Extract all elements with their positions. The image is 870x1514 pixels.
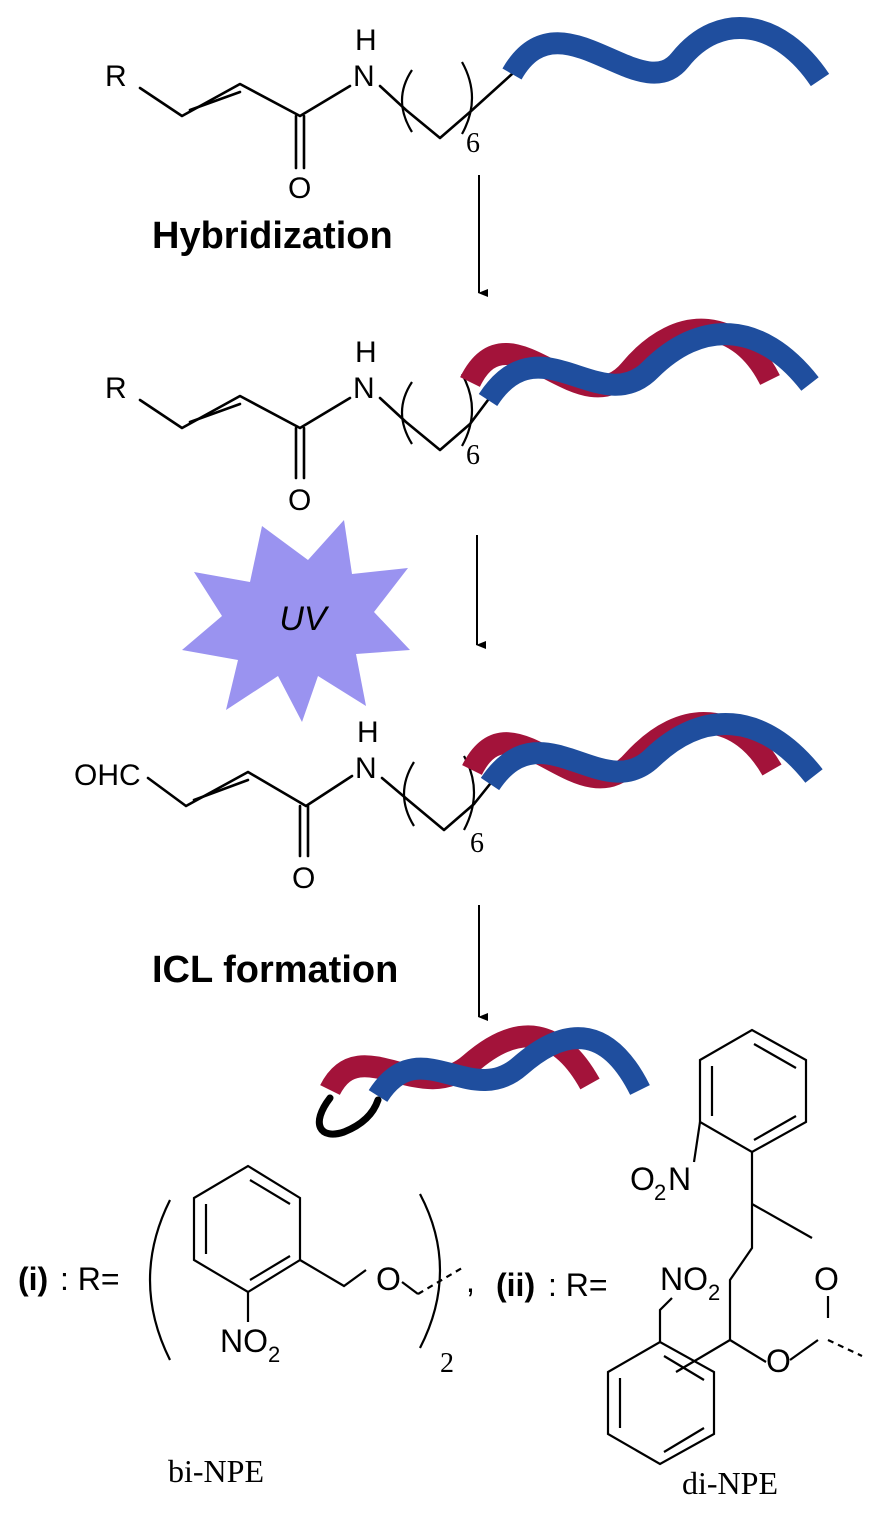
step-hybridization-label: Hybridization (152, 215, 393, 257)
aldehyde-label: OHC (74, 759, 141, 792)
svg-text:,: , (466, 1263, 475, 1299)
label-i-eq: : R= (60, 1261, 120, 1297)
svg-text:H: H (355, 336, 377, 369)
r-group-label: R (105, 60, 127, 93)
uv-burst: UV (182, 520, 410, 722)
svg-text:2: 2 (708, 1280, 720, 1305)
di-npe-name: di-NPE (682, 1465, 778, 1501)
repeat-2-label: 2 (440, 1348, 454, 1379)
molecule-duplex: R O N H 6 (105, 318, 819, 517)
svg-text:N: N (353, 372, 375, 405)
dioxane-o1-label: O (814, 1261, 839, 1297)
step-icl-formation-label: ICL formation (152, 949, 398, 991)
dioxane-o2-label: O (766, 1343, 791, 1379)
o2n-o-label: O (630, 1161, 655, 1197)
svg-text:O: O (288, 484, 311, 517)
crosslinked-duplex (315, 1025, 650, 1138)
svg-text:O: O (292, 862, 315, 895)
label-i: (i) (18, 1261, 48, 1297)
svg-text:2: 2 (268, 1342, 280, 1367)
blue-strand-ribbon (478, 323, 819, 407)
crosslink-tether (315, 1094, 382, 1138)
svg-text:2: 2 (654, 1180, 666, 1205)
molecule-aldehyde-duplex: OHC O N H 6 (74, 712, 823, 895)
legend-bi-npe: (i) : R= O NO 2 2 , bi-NPE (18, 1164, 475, 1489)
o2n-n-label: N (668, 1161, 691, 1197)
ether-o-label: O (376, 1261, 401, 1297)
svg-text:6: 6 (470, 828, 484, 859)
svg-text:R: R (105, 372, 127, 405)
repeat-count-label: 6 (466, 128, 480, 159)
label-ii-eq: : R= (548, 1267, 608, 1303)
bi-npe-name: bi-NPE (168, 1453, 264, 1489)
label-ii: (ii) (496, 1267, 535, 1303)
svg-text:N: N (355, 752, 377, 785)
blue-strand-ribbon (502, 17, 830, 87)
molecule-starting-ssdna: R O N H 6 (105, 17, 830, 205)
blue-strand-ribbon (368, 1027, 650, 1103)
carbonyl-o-label: O (288, 172, 311, 205)
legend-di-npe: (ii) : R= NO 2 O 2 N O O di-NPE (496, 1028, 863, 1501)
amide-h-label: H (355, 24, 377, 57)
uv-starburst-shape (182, 520, 410, 722)
uv-label: UV (279, 600, 330, 638)
blue-strand-ribbon (480, 713, 823, 791)
nitro-label-ii: NO (660, 1261, 708, 1297)
svg-text:6: 6 (466, 440, 480, 471)
nitro-label-i: NO (220, 1323, 268, 1359)
amide-n-label: N (353, 60, 375, 93)
svg-text:H: H (357, 716, 379, 749)
